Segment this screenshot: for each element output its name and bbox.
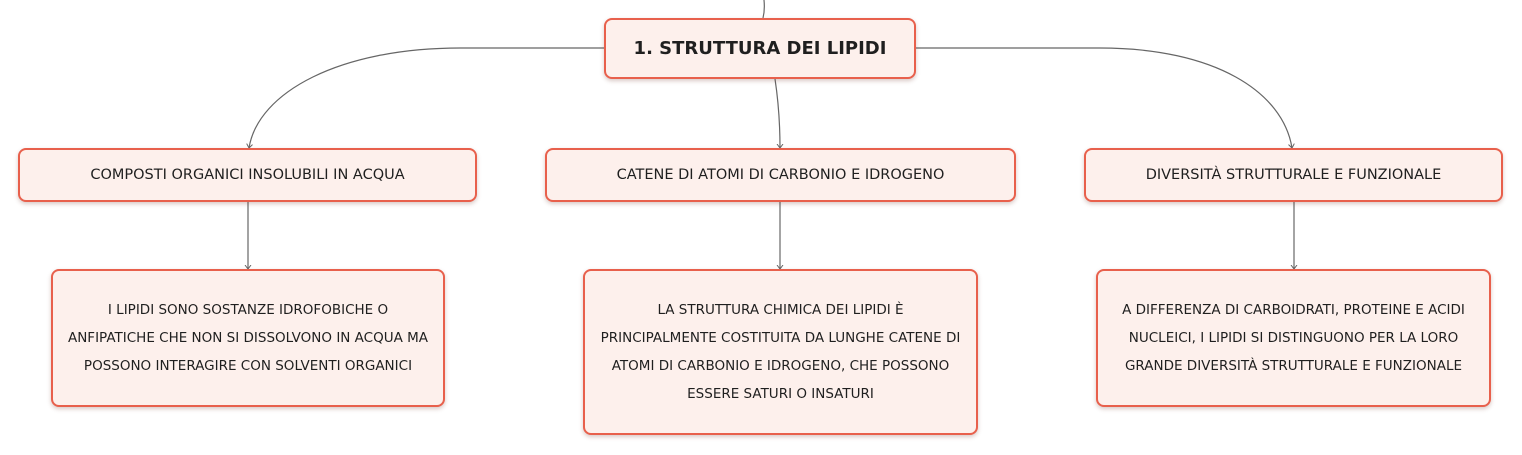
description-node-carbon-hydrogen-chains[interactable]: LA STRUTTURA CHIMICA DEI LIPIDI È PRINCI… [583, 269, 978, 435]
description-node-insoluble-compounds[interactable]: I LIPIDI SONO SOSTANZE IDROFOBICHE O ANF… [51, 269, 445, 407]
description-node-structural-diversity[interactable]: A DIFFERENZA DI CARBOIDRATI, PROTEINE E … [1096, 269, 1491, 407]
root-topic-label: 1. STRUTTURA DEI LIPIDI [633, 38, 887, 59]
root-topic-node[interactable]: 1. STRUTTURA DEI LIPIDI [604, 18, 916, 79]
branch-title: COMPOSTI ORGANICI INSOLUBILI IN ACQUA [90, 167, 405, 183]
branch-title: CATENE DI ATOMI DI CARBONIO E IDROGENO [616, 167, 945, 183]
description-text: I LIPIDI SONO SOSTANZE IDROFOBICHE O ANF… [67, 302, 429, 374]
description-text: A DIFFERENZA DI CARBOIDRATI, PROTEINE E … [1122, 302, 1465, 374]
branch-node-structural-diversity[interactable]: DIVERSITÀ STRUTTURALE E FUNZIONALE [1084, 148, 1503, 202]
connector-root-to-branch-2 [774, 78, 780, 148]
branch-node-carbon-hydrogen-chains[interactable]: CATENE DI ATOMI DI CARBONIO E IDROGENO [545, 148, 1016, 202]
branch-title: DIVERSITÀ STRUTTURALE E FUNZIONALE [1145, 167, 1442, 183]
branch-node-insoluble-compounds[interactable]: COMPOSTI ORGANICI INSOLUBILI IN ACQUA [18, 148, 477, 202]
connector-root-to-branch-1 [249, 47, 604, 148]
connector-root-to-branch-3 [916, 47, 1292, 148]
description-text: LA STRUTTURA CHIMICA DEI LIPIDI È PRINCI… [600, 302, 961, 402]
connector-parent-to-root [762, 0, 765, 19]
